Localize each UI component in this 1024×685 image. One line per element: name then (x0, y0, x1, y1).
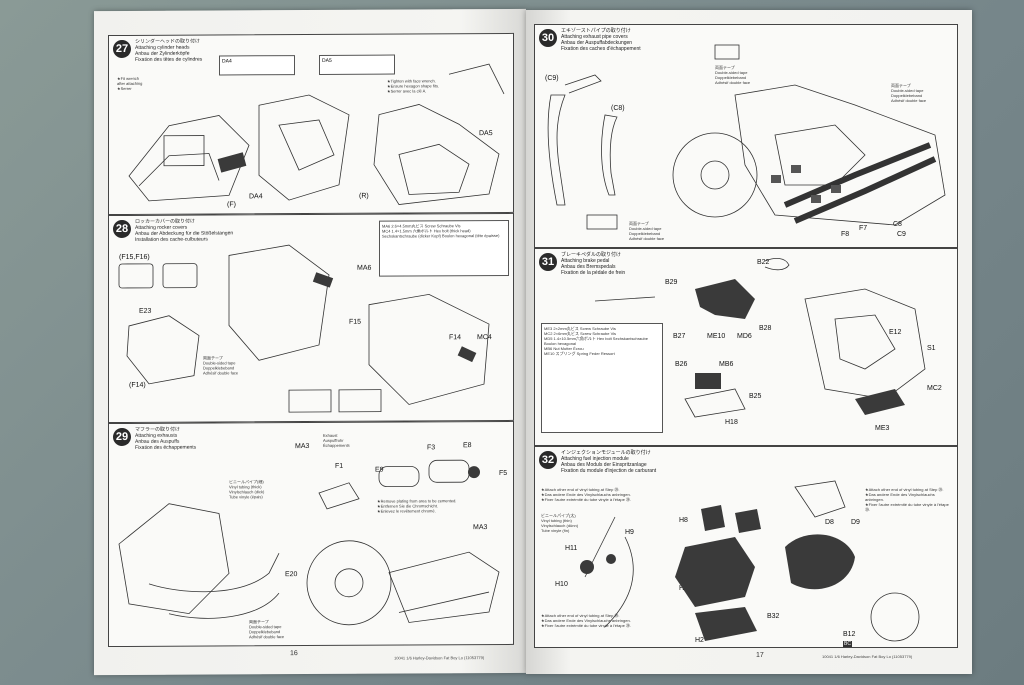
part-label-c9-bottom: C9 (897, 231, 906, 238)
right-page: 30 エキゾーストパイプの取り付け Attaching exhaust pipe… (526, 10, 972, 674)
part-label-f7: F7 (859, 225, 868, 232)
part-label-c9: (C9) (545, 75, 559, 82)
attach-note-left: ★Attach other end of vinyl tubing at Ste… (541, 487, 632, 502)
attach-note-bottom: ★Attach other end of vinyl tubing at Ste… (541, 613, 632, 628)
rocker-cover-illustration (118, 244, 490, 413)
part-label-s1: S1 (927, 345, 936, 352)
exhaust-illustration (118, 459, 500, 626)
step-29-panel: 29 マフラーの取り付け Attaching exhausts Anbau de… (108, 420, 514, 648)
step-title: インジェクションモジュールの取り付け Attaching fuel inject… (561, 450, 657, 474)
tube-note: ビニールパイプ(太) Vinyl tubing (thin) Vinylschl… (541, 513, 579, 533)
left-page: 27 シリンダーヘッドの取り付け Attaching cylinder head… (94, 8, 526, 676)
tape-note-right: 両面テープ Double-sided tape Doppelklebeband … (891, 83, 927, 103)
part-label-da5-right: DA5 (479, 130, 493, 138)
step-28-panel: 28 ロッカーカバーの取り付け Attaching rocker covers … (108, 212, 514, 424)
part-label-b26: B26 (675, 361, 688, 368)
brake-pedal-illustration (594, 257, 926, 418)
step-number: 31 (539, 253, 557, 271)
part-label-d9: D9 (851, 519, 860, 526)
tape-note-top: 両面テープ Double-sided tape Doppelklebeband … (715, 65, 751, 85)
step-30-panel: 30 エキゾーストパイプの取り付け Attaching exhaust pipe… (534, 24, 958, 248)
part-label-me3: ME3 (875, 425, 890, 432)
cylinder-head-illustration (128, 63, 505, 205)
step-title: ブレーキペダルの取り付け Attaching brake pedal Anbau… (561, 252, 626, 276)
part-label-c8-bottom: C8 (893, 221, 902, 228)
part-label-h11: H11 (565, 545, 578, 552)
step-number: 32 (539, 451, 557, 469)
part-label-mc2: MC2 (927, 385, 942, 392)
part-label-r: (R) (359, 192, 369, 200)
part-label-d8: D8 (825, 519, 834, 526)
part-tag-bc: BC (843, 641, 852, 647)
part-label-h18: H18 (725, 419, 738, 426)
part-label-h10: H10 (555, 581, 568, 588)
part-label-e12: E12 (889, 329, 902, 336)
step-27-panel: 27 シリンダーヘッドの取り付け Attaching cylinder head… (108, 32, 514, 216)
part-label-f8: F8 (841, 231, 850, 238)
page-footer: 10041 1/6 Harley-Davidson Fat Boy Lo (11… (822, 654, 913, 659)
step-number: 30 (539, 29, 557, 47)
part-label-me10: ME10 (707, 333, 726, 340)
page-number: 16 (290, 650, 298, 658)
part-label-b12: B12 (843, 631, 856, 638)
part-label-f: (F) (227, 201, 236, 209)
part-label-b29: B29 (665, 279, 678, 286)
part-label-h9: H9 (625, 529, 634, 536)
part-label-b27: B27 (673, 333, 686, 340)
part-label-md6: MD6 (737, 333, 752, 340)
exhaust-pipe-cover-illustration (547, 44, 946, 230)
part-label-b28: B28 (759, 325, 772, 332)
page-number: 17 (756, 652, 764, 659)
part-label-mb6: MB6 (719, 361, 734, 368)
part-label-b32: B32 (767, 613, 780, 620)
step-title: エキゾーストパイプの取り付け Attaching exhaust pipe co… (561, 28, 641, 52)
step-31-panel: 31 ブレーキペダルの取り付け Attaching brake pedal An… (534, 248, 958, 446)
part-label-da4-bottom: DA4 (249, 193, 263, 201)
part-label-c8: (C8) (611, 105, 625, 112)
tape-note-bottom: 両面テープ Double-sided tape Doppelklebeband … (629, 221, 665, 241)
part-label-b25: B25 (749, 393, 762, 400)
part-label-h2: H2 (695, 637, 704, 644)
part-label-h8: H8 (679, 517, 688, 524)
instruction-booklet: 27 シリンダーヘッドの取り付け Attaching cylinder head… (94, 8, 972, 676)
step-32-panel: 32 インジェクションモジュールの取り付け Attaching fuel inj… (534, 446, 958, 648)
page-footer: 10041 1/6 Harley-Davidson Fat Boy Lo (11… (394, 655, 485, 661)
fuel-injection-illustration (580, 480, 920, 642)
attach-note-right: ★Attach other end of vinyl tubing at Ste… (865, 487, 949, 512)
screw-box: ME3 2×2mm丸ビス Screw Schraube Vis MC2 2×6m… (541, 323, 663, 433)
screw-box-text: ME3 2×2mm丸ビス Screw Schraube Vis MC2 2×6m… (544, 326, 648, 356)
part-label-b22: B22 (757, 259, 770, 266)
